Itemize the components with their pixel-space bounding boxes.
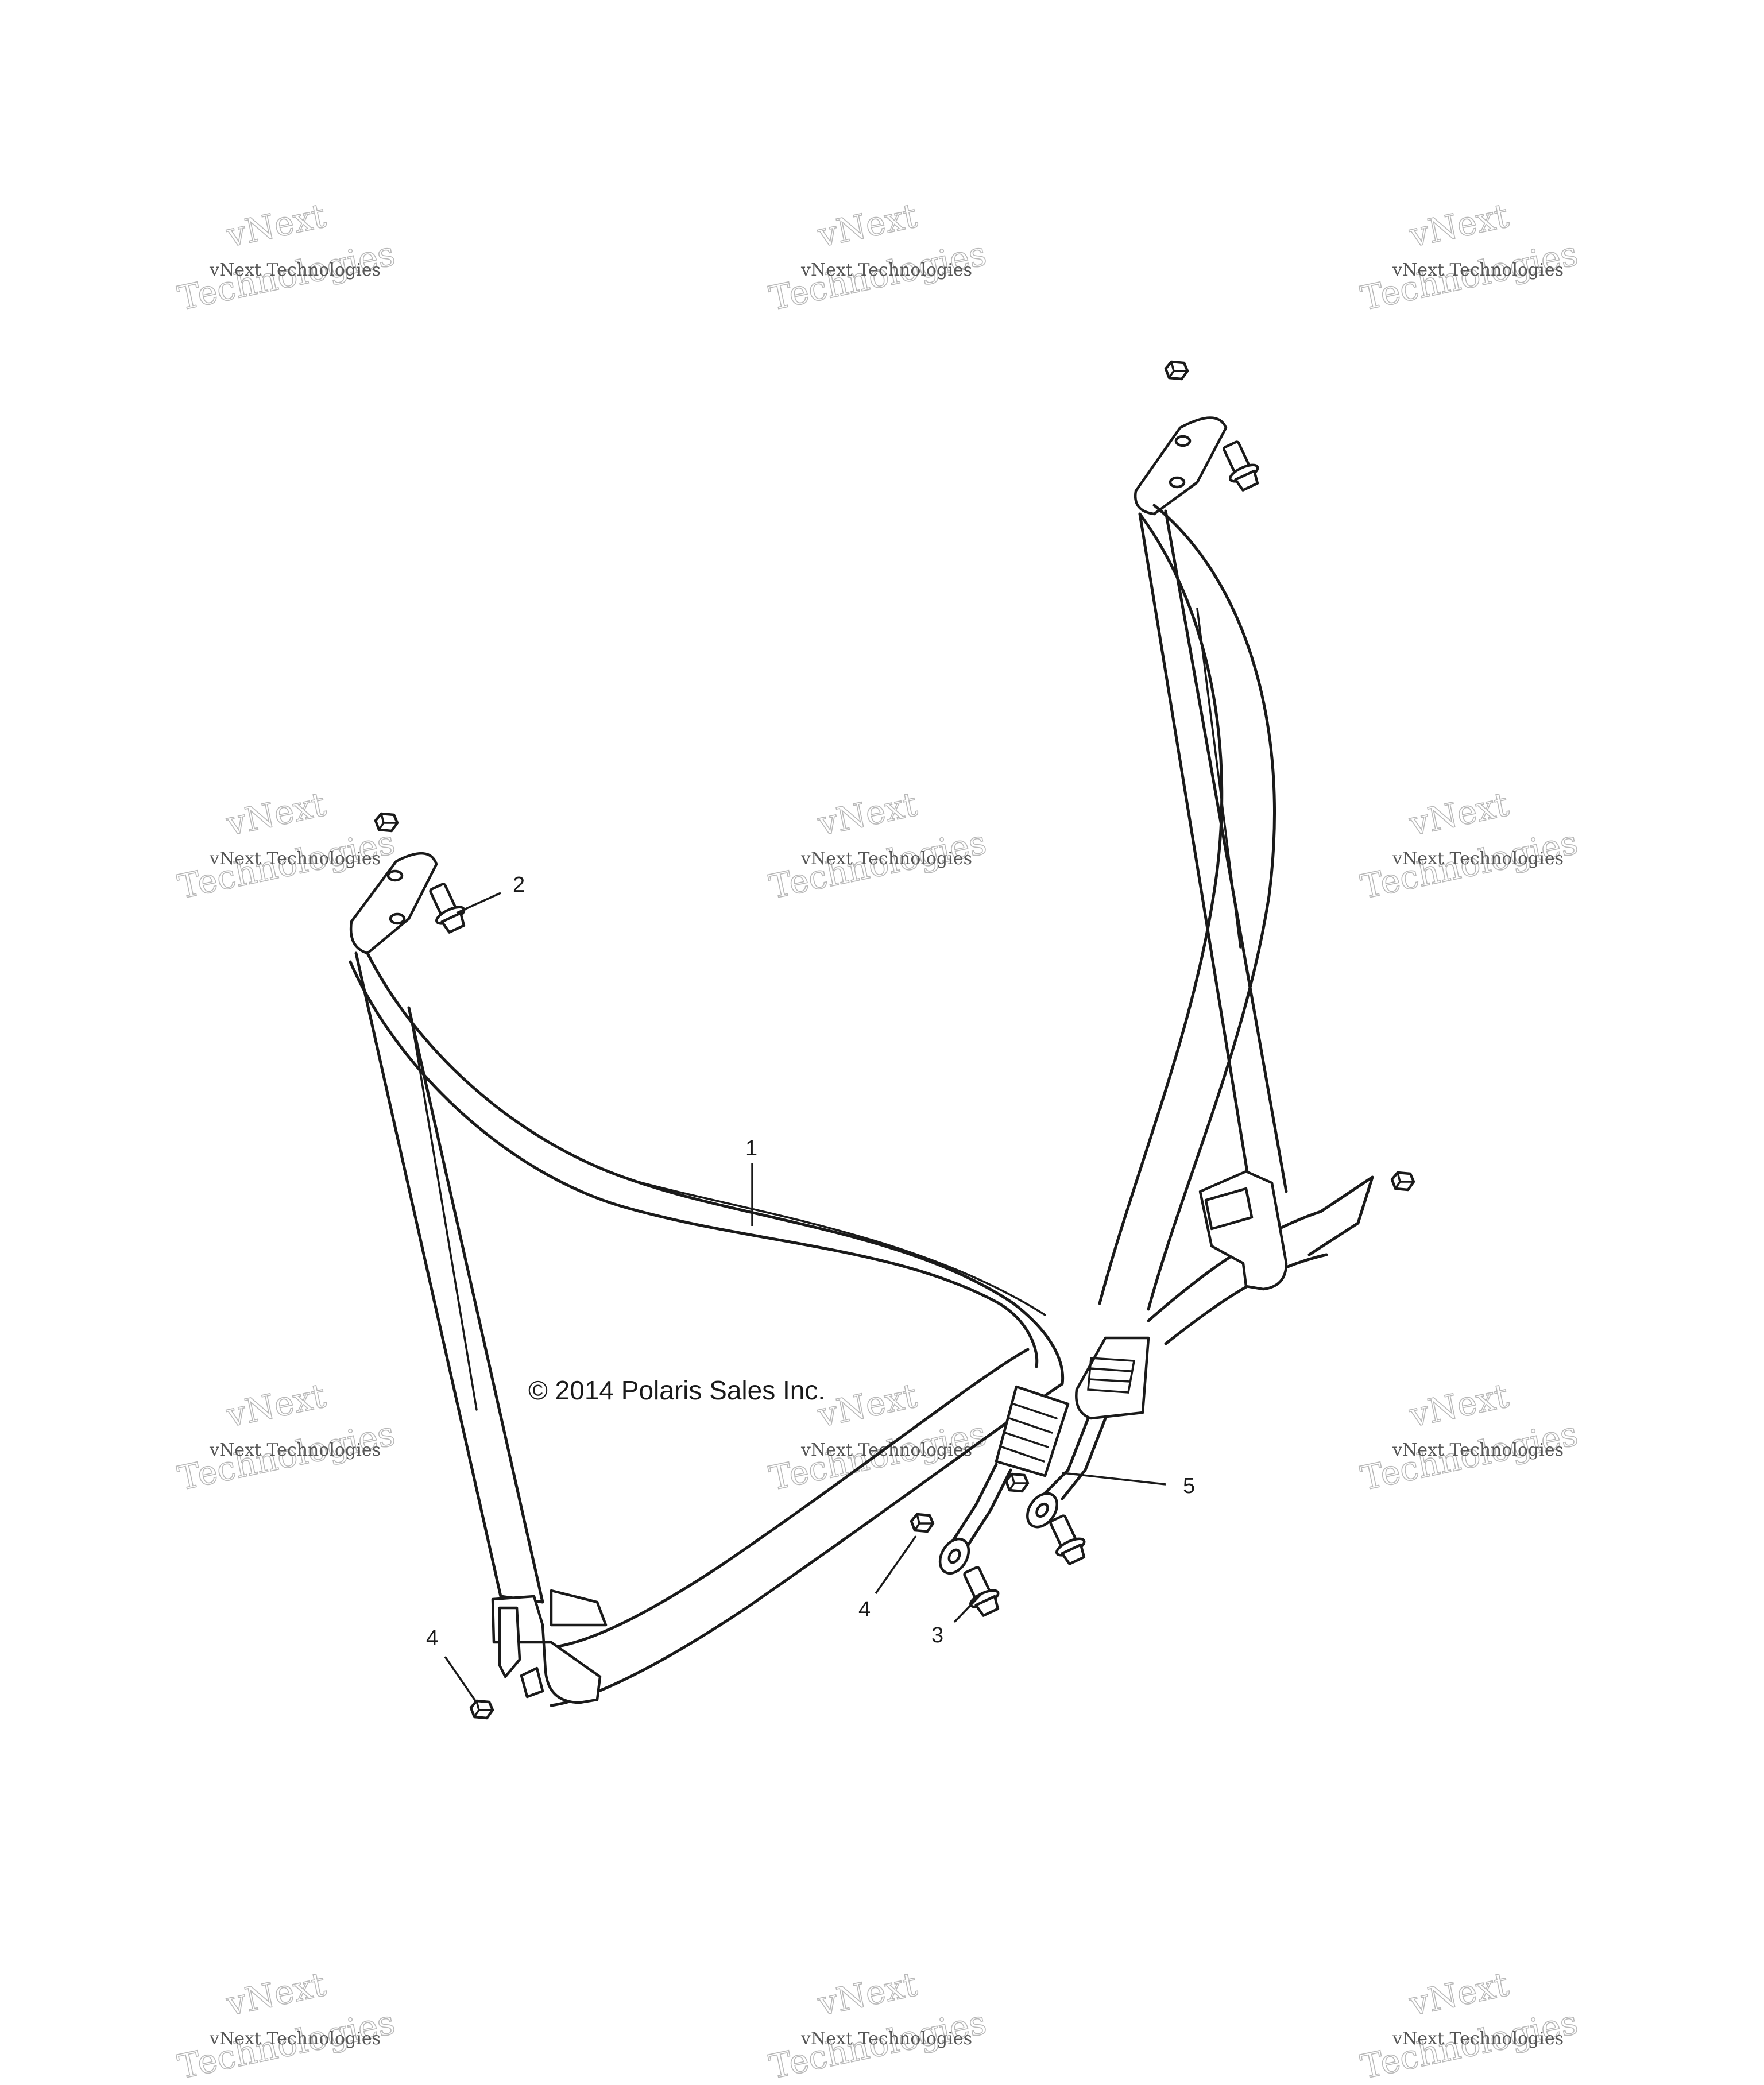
right-buckle-ribs (1088, 1367, 1132, 1383)
left-retractor-stud (520, 1666, 544, 1699)
left-seat-belt (349, 852, 1070, 1707)
left-diagonal-strap-fold (630, 1179, 1046, 1316)
hex-nut-icon (1164, 360, 1189, 381)
watermark-text: vNext Technologies (1392, 2029, 1564, 2049)
right-strap-fold-line (1196, 608, 1241, 949)
hex-nut-icon (910, 1513, 935, 1533)
right-vertical-strap (1138, 509, 1288, 1202)
watermark-text: vNext Technologies (209, 260, 381, 280)
watermark-text: vNext Technologies (1392, 849, 1564, 869)
right-seat-belt (1026, 416, 1374, 1529)
left-retractor-cover (550, 1589, 608, 1627)
watermark-word: vNext (223, 1964, 329, 2024)
watermark-word: vNext (1406, 1964, 1512, 2024)
left-anchor-hole-icon (389, 912, 406, 925)
left-eyelet-hole-icon (947, 1548, 961, 1564)
right-buckle (1075, 1336, 1150, 1420)
watermark-text: vNext Technologies (209, 849, 381, 869)
copyright-notice: © 2014 Polaris Sales Inc. (528, 1375, 825, 1405)
watermark-text: vNext Technologies (1392, 260, 1564, 280)
hex-nut-icon (374, 812, 399, 833)
leader-line-4b (444, 1656, 478, 1703)
flange-bolt-icon (963, 1566, 1000, 1617)
callout-labels: 1 2 3 4 4 5 (426, 873, 1195, 1650)
right-buckle-stalk (1043, 1417, 1107, 1500)
leader-line-2 (456, 892, 501, 914)
callout-5: 5 (1183, 1474, 1195, 1498)
callout-2: 2 (513, 873, 525, 897)
watermark-word: vNext (223, 784, 329, 844)
left-lap-strap-edge (550, 1382, 1064, 1707)
watermark-text: vNext Technologies (209, 2029, 381, 2049)
left-strap-edge-line (410, 1016, 478, 1411)
left-upper-anchor-plate (349, 852, 438, 955)
callout-3: 3 (931, 1623, 943, 1647)
watermark-word: vNext (814, 1964, 920, 2024)
left-retractor-bracket (498, 1606, 521, 1678)
hex-nut-icon (469, 1699, 494, 1720)
left-shoulder-strap-vertical (354, 951, 544, 1604)
watermark-text: vNext Technologies (209, 1440, 381, 1460)
watermark-word: vNext (814, 1376, 920, 1435)
hex-nut-icon (1390, 1171, 1415, 1192)
left-latch-plate (995, 1385, 1070, 1477)
watermark-text: vNext Technologies (800, 1440, 972, 1460)
right-upper-anchor-plate (1134, 416, 1228, 516)
left-anchor-hole-icon (386, 869, 404, 882)
leader-line-4a (875, 1535, 917, 1595)
watermark-text: vNext Technologies (800, 849, 972, 869)
right-retractor-cover (1204, 1187, 1254, 1231)
callout-4: 4 (858, 1597, 871, 1622)
callout-1: 1 (745, 1136, 757, 1161)
right-shoulder-strap (1147, 504, 1276, 1311)
flange-bolt-icon (1049, 1514, 1086, 1565)
hardware (374, 360, 1415, 1720)
callout-4: 4 (426, 1626, 438, 1650)
right-eyelet-hole-icon (1035, 1502, 1049, 1518)
watermark-text: vNext Technologies (800, 2029, 972, 2049)
callout-leaders (444, 892, 1166, 1703)
hex-nut-icon (1004, 1472, 1030, 1493)
left-latch-plate-ribs (1001, 1403, 1058, 1463)
leader-line-3 (953, 1592, 983, 1623)
left-buckle-stalk (949, 1463, 1012, 1552)
left-lap-strap (544, 1348, 1030, 1650)
flange-bolt-icon (1223, 440, 1259, 492)
right-shoulder-strap-edge (1098, 512, 1224, 1305)
right-anchor-hole-icon (1169, 476, 1186, 489)
watermark-word: vNext (223, 1376, 329, 1435)
watermark-word: vNext (814, 196, 920, 255)
watermark-text: vNext Technologies (800, 260, 972, 280)
leader-line-5 (1062, 1472, 1166, 1486)
flange-bolt-icon (429, 883, 466, 934)
watermark-word: vNext (223, 196, 329, 255)
watermark-word: vNext (1406, 784, 1512, 844)
right-anchor-hole-icon (1174, 435, 1192, 447)
right-lap-strap-edge (1164, 1253, 1328, 1345)
watermark-text: vNext Technologies (1392, 1440, 1564, 1460)
watermark-word: vNext (814, 784, 920, 844)
left-diagonal-strap-lower-edge (349, 960, 1039, 1368)
left-retractor (491, 1595, 602, 1704)
watermark-word: vNext (1406, 196, 1512, 255)
watermark-word: vNext (1406, 1376, 1512, 1435)
left-diagonal-strap (366, 951, 1065, 1386)
